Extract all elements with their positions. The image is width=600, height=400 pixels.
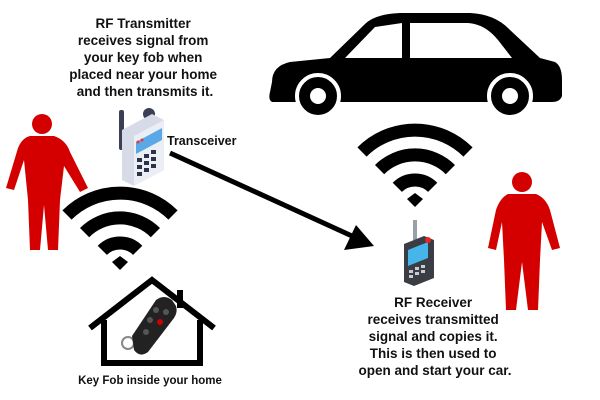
caption-line: This is then used to (370, 346, 497, 361)
transceiver-icon (119, 108, 164, 186)
receiver-caption: RF Receiver receives transmitted signal … (358, 295, 511, 378)
car-icon (269, 13, 562, 119)
wifi-signal-icon (62, 186, 178, 270)
person-icon (6, 114, 88, 250)
caption-line: and then transmits it. (77, 84, 214, 99)
caption-line: placed near your home (69, 67, 217, 82)
key-fob-icon (121, 297, 177, 355)
caption-line: RF Receiver (394, 295, 473, 310)
caption-line: receives transmitted (367, 312, 498, 327)
person-icon (488, 172, 560, 310)
house-icon (88, 276, 216, 366)
arrow-icon (168, 150, 374, 250)
caption-line: your key fob when (84, 50, 203, 65)
caption-line: open and start your car. (358, 363, 511, 378)
caption-line: RF Transmitter (95, 16, 191, 31)
wifi-signal-icon (357, 123, 473, 207)
transmitter-caption: RF Transmitter receives signal from your… (69, 16, 221, 99)
receiver-icon (404, 220, 434, 286)
keyfob-caption: Key Fob inside your home (78, 375, 222, 387)
transceiver-label: Transceiver (167, 134, 237, 148)
caption-line: signal and copies it. (369, 329, 498, 344)
caption-line: receives signal from (78, 33, 209, 48)
